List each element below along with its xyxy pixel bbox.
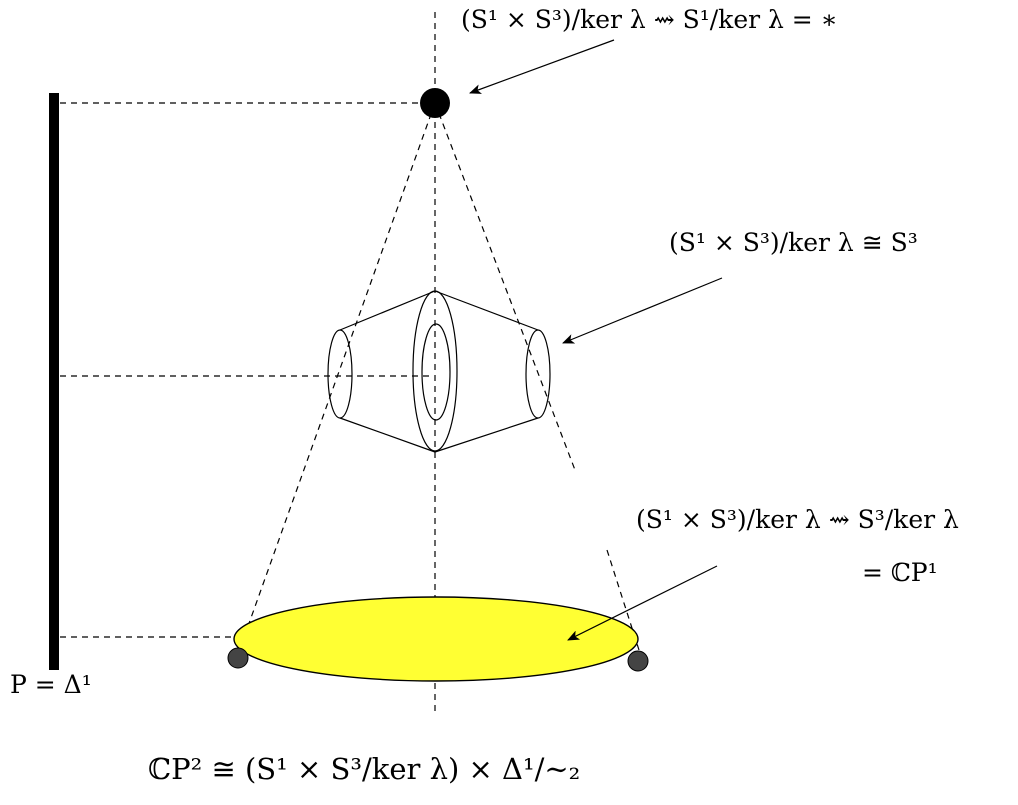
s3-top-left-edge — [339, 290, 436, 331]
s3-bottom-left-edge — [339, 417, 436, 453]
cone-line-right — [434, 102, 576, 471]
arrow-bottom — [567, 565, 718, 641]
arrow-middle — [562, 277, 723, 344]
label-bottom-line1: (S¹ × S³)/ker λ ⇝ S³/ker λ — [636, 505, 959, 534]
s3-top-right-edge — [434, 290, 539, 331]
label-polytope: P = Δ¹ — [10, 670, 92, 699]
caption: ℂP² ≅ (S¹ × S³/ker λ) × Δ¹/∼₂ — [148, 752, 581, 786]
disk-point-right — [627, 650, 649, 672]
arrow-top — [469, 39, 615, 94]
s3-inner-ring — [421, 323, 451, 421]
disk-point-left — [227, 647, 249, 669]
s3-right-ring — [525, 329, 551, 419]
label-bottom-line2: = ℂP¹ — [862, 558, 938, 587]
s3-outer-ring — [412, 290, 458, 452]
s3-left-ring — [327, 329, 353, 419]
cone-line-left — [236, 102, 436, 658]
s3-figure — [327, 290, 551, 453]
label-middle: (S¹ × S³)/ker λ ≅ S³ — [669, 228, 918, 257]
bottom-disk — [233, 596, 639, 682]
apex-point — [420, 88, 450, 118]
label-top: (S¹ × S³)/ker λ ⇝ S¹/ker λ = ∗ — [461, 5, 838, 34]
s3-bottom-right-edge — [434, 417, 539, 453]
